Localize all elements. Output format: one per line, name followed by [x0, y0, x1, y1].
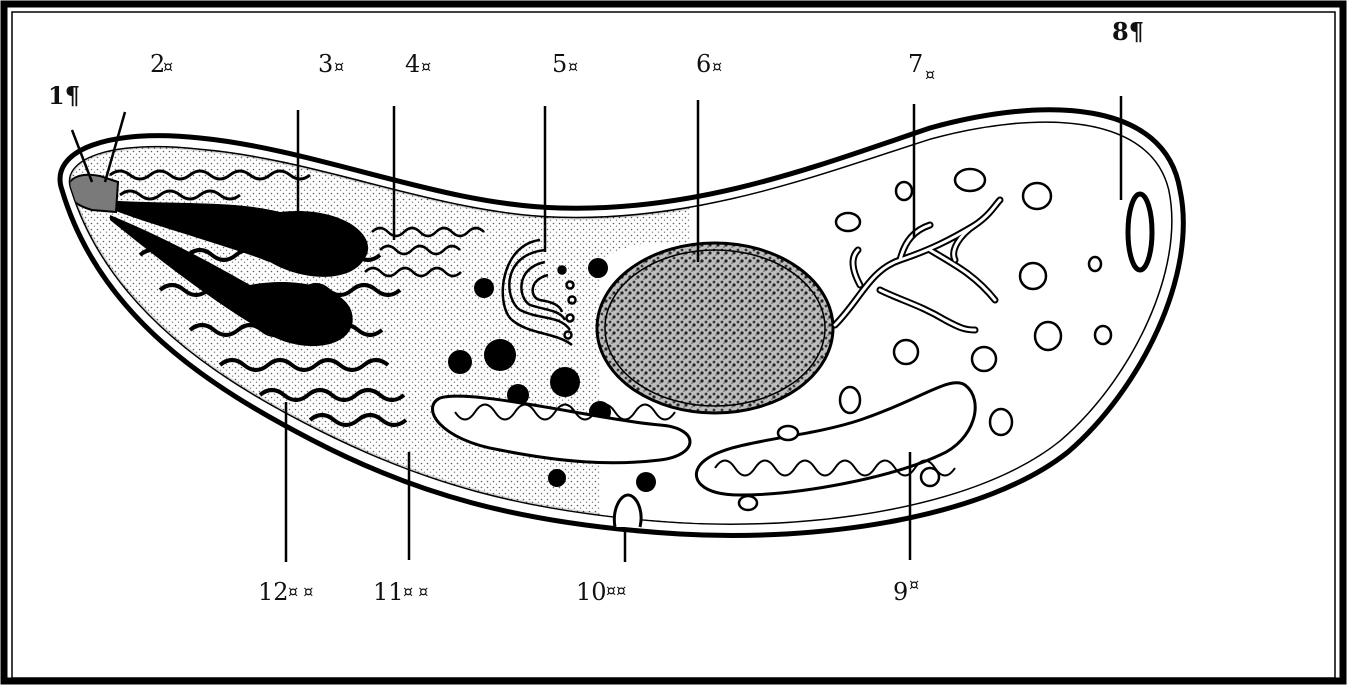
label-4: 4 [405, 50, 420, 78]
label-3: 3 [318, 50, 333, 78]
label-5: 5 [552, 50, 567, 78]
label-4-mark: ¤ [421, 57, 431, 76]
label-2-mark: ¤ [163, 57, 173, 76]
label-11: 11 [373, 578, 404, 606]
label-7: 7 [908, 50, 923, 78]
label-12: 12 [258, 578, 289, 606]
label-12-mark: ¤ ¤ [288, 582, 313, 601]
label-6: 6 [696, 50, 711, 78]
label-6-mark: ¤ [712, 57, 722, 76]
label-10: 10 [576, 578, 607, 606]
label-7-mark: ¤ [925, 65, 935, 84]
label-10-mark: ¤¤ [606, 581, 626, 600]
label-5-mark: ¤ [568, 57, 578, 76]
label-9: 9 [893, 578, 908, 606]
label-8: 8¶ [1112, 17, 1144, 46]
label-9-mark: ¤ [909, 575, 919, 594]
posterior-pore [1128, 194, 1152, 270]
micropore [614, 495, 641, 527]
label-3-mark: ¤ [334, 57, 344, 76]
label-1: 1¶ [48, 81, 80, 110]
label-11-mark: ¤ ¤ [403, 582, 428, 601]
nucleus [597, 243, 833, 413]
